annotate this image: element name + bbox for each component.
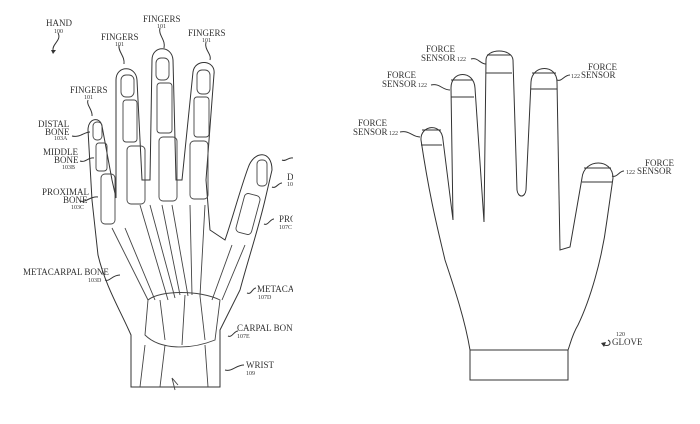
force-sensor-label: SENSOR (382, 79, 417, 89)
glove-figure: FORCE SENSOR 122 FORCE SENSOR 122 FORCE … (353, 44, 675, 381)
thumb-distal-label: D (287, 172, 293, 182)
metacarpal-bone-label: METACARPAL BONE (23, 267, 109, 277)
glove-ref: 120 (616, 332, 625, 338)
force-sensor-label: SENSOR (353, 127, 388, 137)
hand-leader (52, 32, 60, 51)
middle-bone-ref: 103B (62, 165, 75, 171)
force-sensor-label: FORCE (426, 44, 456, 54)
proximal-bone-label: BONE (63, 195, 88, 205)
distal-bone-label: BONE (45, 127, 70, 137)
glove-cuff (469, 349, 569, 381)
hand-label: HAND (46, 18, 72, 28)
force-sensor-label: FORCE (387, 70, 417, 80)
metacarpal-bone-ref: 103D (88, 278, 102, 284)
force-sensor-label: FORCE (588, 62, 618, 72)
fingers-ref: 101 (84, 95, 93, 101)
force-sensor-ref: 122 (457, 57, 466, 63)
glove-outline (420, 50, 614, 351)
force-sensor-ref: 122 (571, 74, 580, 80)
proximal-bone-ref: 103C (71, 205, 84, 211)
thumb-metacarpal-ref: 107D (258, 295, 272, 301)
fingers-ref: 101 (115, 42, 124, 48)
finger-bones (92, 57, 268, 391)
hand-ref: 100 (54, 29, 63, 35)
thumb-metacarpal-label: METACA (257, 284, 293, 294)
fingers-label: FINGERS (70, 85, 108, 95)
hand-arrow-icon (51, 50, 56, 54)
wrist-ref: 109 (246, 371, 255, 377)
force-sensor-ref: 122 (418, 83, 427, 89)
fingers-label: FINGERS (143, 14, 181, 24)
thumb-distal-ref: 10 (287, 182, 293, 188)
middle-bone-label: BONE (54, 155, 79, 165)
force-sensor-label: FORCE (645, 158, 675, 168)
glove-arrow-icon (601, 342, 606, 347)
force-sensor-label: SENSOR (637, 166, 672, 176)
fingers-label: FINGERS (188, 28, 226, 38)
glove-label: GLOVE (612, 337, 643, 347)
force-sensor-ref: 122 (389, 131, 398, 137)
fingers-label: FINGERS (101, 32, 139, 42)
middle-bone-label: MIDDLE (43, 147, 78, 157)
force-sensor-label: SENSOR (421, 53, 456, 63)
carpal-bone-ref: 107E (237, 334, 250, 340)
proximal-bone-label: PROXIMAL (42, 187, 89, 197)
hand-skeleton-figure: HAND 100 FINGERS 101 FINGERS 101 FINGERS… (23, 14, 293, 391)
hand-outline (87, 48, 273, 388)
distal-bone-label: DISTAL (38, 119, 69, 129)
force-sensor-label: FORCE (358, 118, 388, 128)
thumb-proximal-ref: 107C (279, 225, 292, 231)
fingers-ref: 101 (157, 24, 166, 30)
force-sensor-label: SENSOR (581, 70, 616, 80)
distal-bone-ref: 103A (54, 136, 68, 142)
thumb-proximal-label: PRO (279, 214, 293, 224)
force-sensors (421, 54, 612, 183)
wrist-label: WRIST (246, 360, 275, 370)
force-sensor-ref: 122 (626, 170, 635, 176)
carpal-bone-label: CARPAL BONE (237, 323, 293, 333)
fingers-ref: 101 (202, 38, 211, 44)
